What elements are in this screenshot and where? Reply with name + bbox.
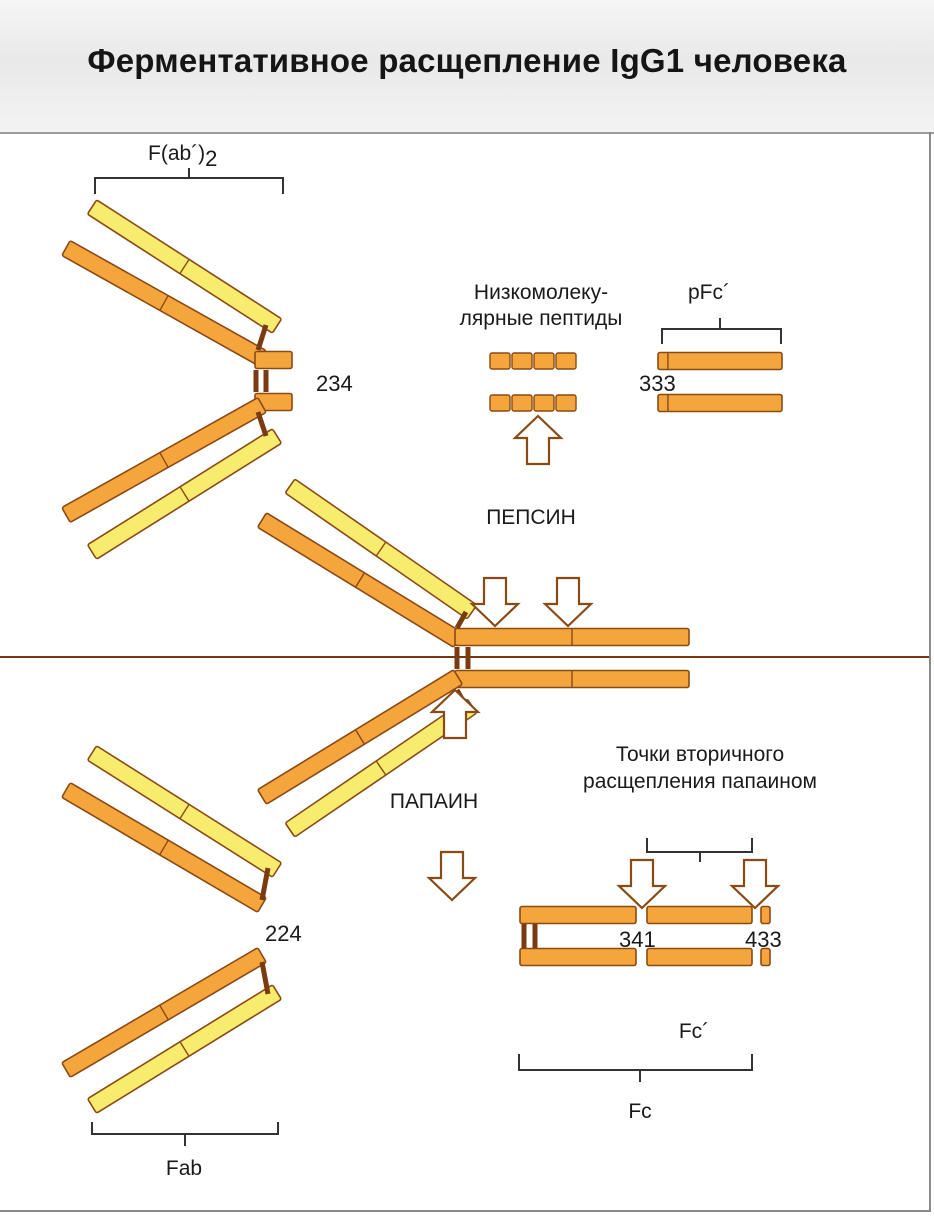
pfc-upper-chain bbox=[657, 351, 783, 371]
igg-upper-fc-chain bbox=[454, 627, 690, 647]
igg-upper-interchain-bond bbox=[454, 610, 469, 630]
secondary-cut-arrow-1 bbox=[617, 858, 667, 910]
fab2-lower-heavy-chain bbox=[61, 397, 267, 523]
low-mw-peptides-label-line1: Низкомолеку- bbox=[473, 281, 609, 304]
peptide-2-4 bbox=[555, 394, 577, 412]
pepsin-label: ПЕПСИН bbox=[486, 506, 576, 529]
fab-lower-light-chain bbox=[87, 984, 282, 1114]
fab2-label: F(ab´)2 bbox=[148, 142, 218, 171]
fc-bracket bbox=[518, 1054, 753, 1082]
pepsin-products-arrow bbox=[513, 414, 563, 466]
fab-upper-interchain-bond bbox=[259, 867, 271, 901]
fab2-upper-interchain-bond bbox=[255, 324, 269, 351]
fc-upper-right-chain bbox=[646, 905, 753, 925]
low-mw-peptides-label-line2: лярные пептиды bbox=[459, 307, 623, 330]
peptide-2-3 bbox=[533, 394, 555, 412]
peptide-2-2 bbox=[511, 394, 533, 412]
secondary-cut-arrow-2 bbox=[730, 858, 780, 910]
pepsin-cut-arrow-2 bbox=[543, 576, 593, 628]
igg-lower-heavy-chain bbox=[257, 669, 463, 805]
fc-prime-bracket bbox=[646, 838, 753, 862]
fab-lower-interchain-bond bbox=[259, 961, 271, 995]
igg-lower-fc-chain bbox=[454, 669, 690, 689]
fab-bracket bbox=[91, 1122, 279, 1146]
fab2-lower-interchain-bond bbox=[255, 411, 269, 437]
diagram-title: Ферментативное расщепление IgG1 человека bbox=[87, 42, 847, 79]
fc-prime-label: Fc´ bbox=[678, 1020, 710, 1043]
residue-333-label: 333 bbox=[639, 371, 676, 396]
residue-234-label: 234 bbox=[316, 371, 353, 396]
fc-lower-right-chain bbox=[646, 947, 753, 967]
residue-433-label: 433 bbox=[745, 927, 782, 952]
fab2-upper-light-chain bbox=[87, 199, 282, 334]
papain-products-arrow bbox=[427, 850, 477, 902]
fab2-bracket bbox=[94, 168, 284, 194]
residue-224-label: 224 bbox=[265, 921, 302, 946]
fab-upper-light-chain bbox=[87, 745, 282, 878]
fc-upper-left-chain bbox=[519, 905, 637, 925]
pfc-label: pFc´ bbox=[688, 281, 730, 304]
secondary-cleavage-label-line2: расщепления папаином bbox=[583, 770, 817, 793]
fab-upper-heavy-chain bbox=[61, 782, 267, 913]
fab2-upper-hinge bbox=[254, 350, 293, 370]
header-band bbox=[0, 0, 934, 134]
fab-label: Fab bbox=[165, 1157, 203, 1180]
fab-lower-heavy-chain bbox=[61, 947, 267, 1078]
fab2-lower-light-chain bbox=[87, 428, 282, 560]
peptide-1-2 bbox=[511, 352, 533, 370]
peptide-1-1 bbox=[489, 352, 511, 370]
peptide-1-3 bbox=[533, 352, 555, 370]
fc-lower-tail bbox=[760, 947, 771, 967]
fc-lower-left-chain bbox=[519, 947, 637, 967]
fc-label: Fc bbox=[628, 1100, 652, 1123]
papain-label: ПАПАИН bbox=[389, 790, 479, 813]
peptide-1-4 bbox=[555, 352, 577, 370]
pepsin-cut-arrow-1 bbox=[470, 576, 520, 628]
igg-upper-light-chain bbox=[285, 478, 477, 620]
residue-341-label: 341 bbox=[619, 927, 656, 952]
peptide-2-1 bbox=[489, 394, 511, 412]
diagram-frame bbox=[0, 132, 931, 1212]
fc-upper-tail bbox=[760, 905, 771, 925]
pfc-lower-chain bbox=[657, 393, 783, 413]
secondary-cleavage-label-line1: Точки вторичного bbox=[615, 743, 785, 766]
pfc-bracket bbox=[661, 318, 782, 344]
